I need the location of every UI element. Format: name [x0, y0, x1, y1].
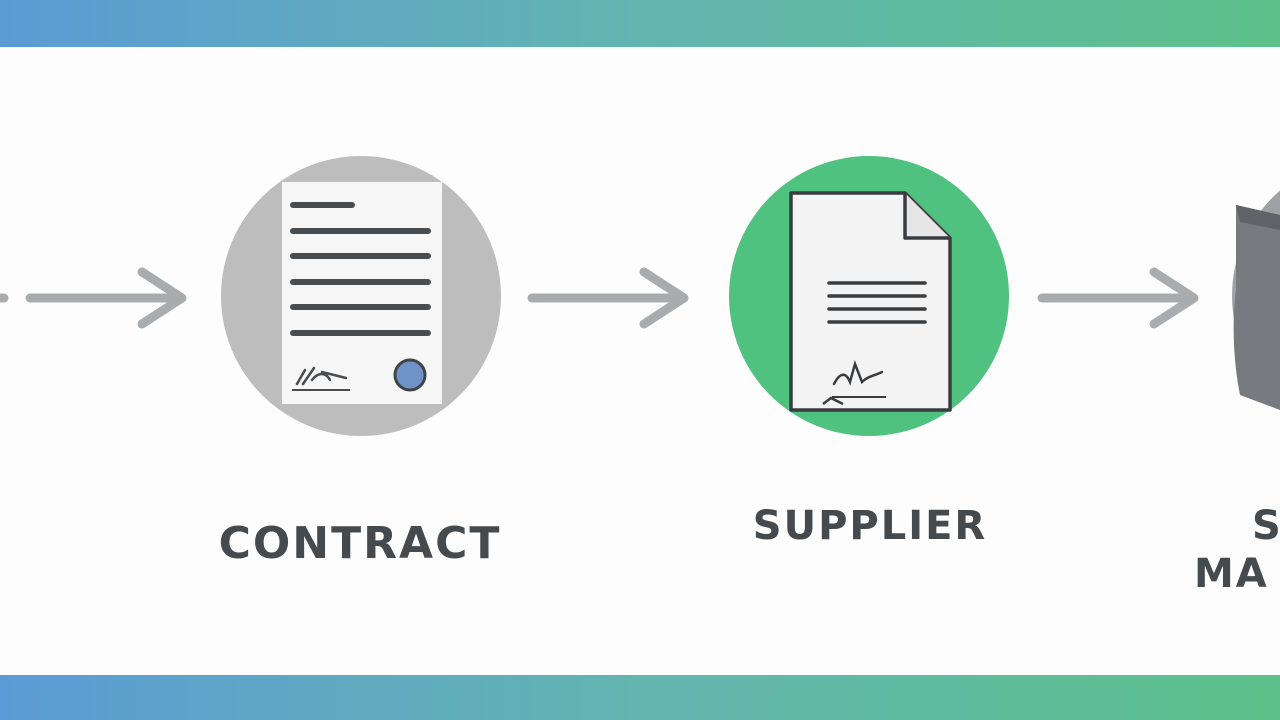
supplier-document-icon — [789, 191, 952, 412]
contract-document-icon — [282, 182, 442, 404]
diagram-panel — [0, 47, 1280, 675]
arrow-right-icon — [25, 267, 187, 329]
step-label-supplier: SUPPLIER — [752, 503, 988, 549]
bottom-gradient-band — [0, 675, 1280, 720]
step-label-partial-line1: S — [1252, 503, 1280, 549]
seal-icon — [393, 358, 427, 392]
arrow-right-icon — [527, 267, 689, 329]
step-label-contract: CONTRACT — [218, 518, 502, 569]
partial-icon — [1232, 190, 1280, 410]
arrow-right-icon — [1037, 267, 1199, 329]
top-gradient-band — [0, 0, 1280, 47]
step-label-partial: S MA — [1194, 502, 1280, 598]
step-label-partial-line2: MA — [1194, 551, 1269, 597]
